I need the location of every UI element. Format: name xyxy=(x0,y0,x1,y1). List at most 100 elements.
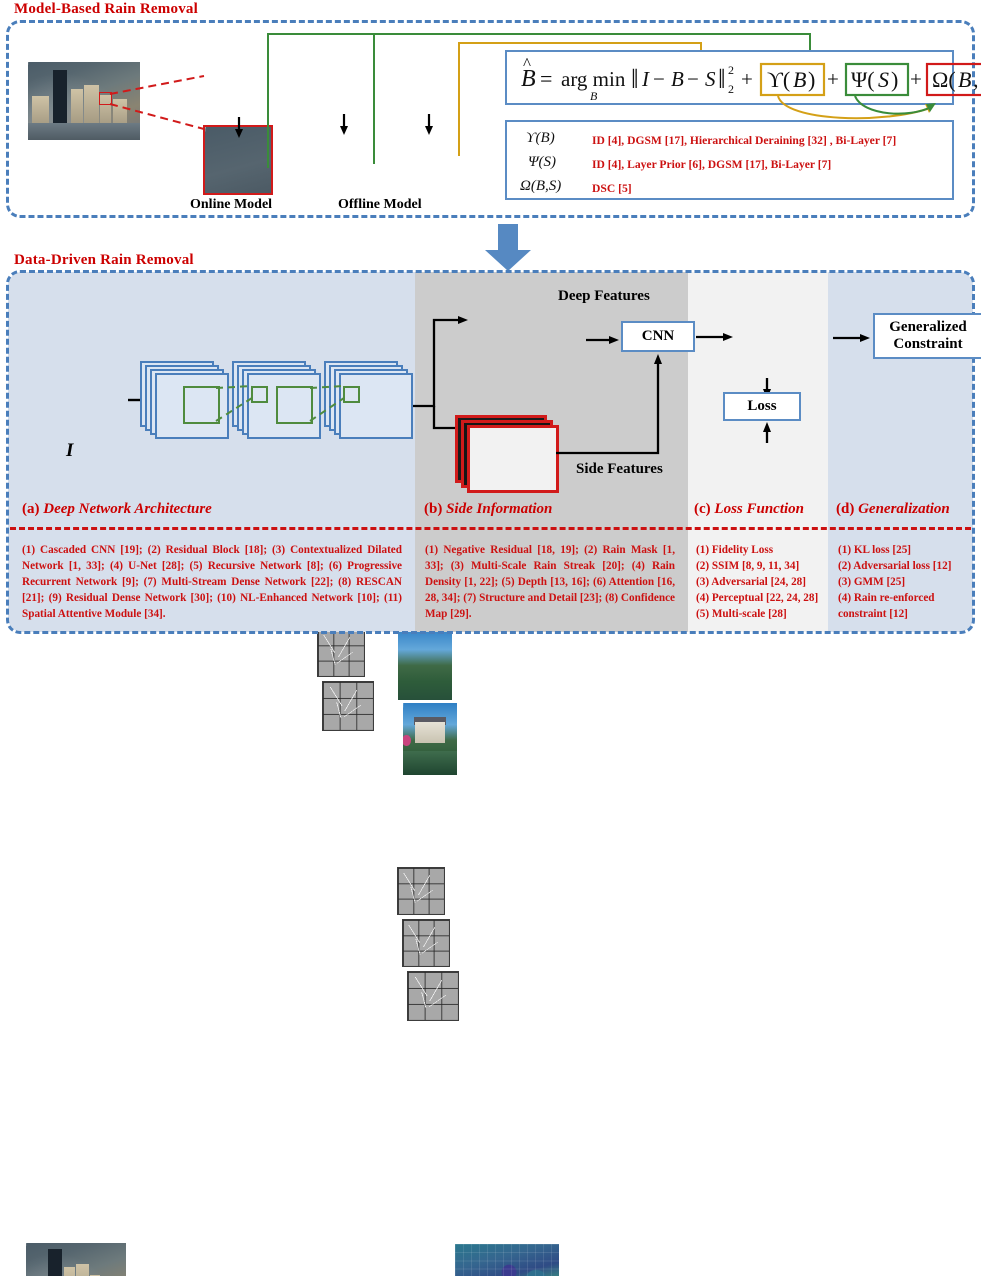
generalized-constraint-box[interactable]: Generalized Constraint xyxy=(873,313,981,359)
term-symbol: ϒ(B) xyxy=(526,130,555,146)
panel-refs-d: (1) KL loss [25] (2) Adversarial loss [1… xyxy=(838,543,973,623)
data-driven-input-image xyxy=(26,1243,126,1276)
svg-text:+: + xyxy=(827,67,839,91)
svg-text:−: − xyxy=(687,67,699,91)
arrow-offline2 xyxy=(425,114,433,135)
receptive-field-connectors xyxy=(215,385,345,422)
term-methods: ID [4], DGSM [17], Hierarchical Derainin… xyxy=(592,134,897,147)
arrow-cnn-to-output xyxy=(696,333,733,341)
offline-kernel-1b xyxy=(317,629,365,677)
panel-refs-c: (1) Fidelity Loss (2) SSIM [8, 9, 11, 34… xyxy=(696,543,831,623)
panel-c-background xyxy=(688,272,828,632)
loss-box[interactable]: Loss xyxy=(723,392,801,421)
conv-layer-2a xyxy=(247,373,321,439)
arrow-deep-to-cnn xyxy=(586,336,619,344)
svg-text:^: ^ xyxy=(523,54,531,73)
panel-tag-a: (a) xyxy=(22,501,40,517)
panel-a-background xyxy=(8,272,415,632)
term-row-0: ϒ(B) ID [4], DGSM [17], Hierarchical Der… xyxy=(520,128,945,152)
term-row-2: Ω(B,S) DSC [5] xyxy=(520,176,945,200)
svg-text:): ) xyxy=(891,67,898,92)
ref-line: (2) SSIM [8, 9, 11, 34] xyxy=(696,559,800,572)
offline-model-label: Offline Model xyxy=(338,197,422,212)
arrow-offline1 xyxy=(340,114,348,135)
rain-patch-image xyxy=(203,125,273,195)
svg-text:B: B xyxy=(671,67,684,91)
panel-caption-d: (d) Generalization xyxy=(836,501,950,518)
svg-text:B: B xyxy=(590,89,598,103)
loss-label: Loss xyxy=(747,398,777,415)
svg-text:‖: ‖ xyxy=(718,64,726,94)
term-symbol: Ψ(S) xyxy=(528,154,557,170)
term-methods: ID [4], Layer Prior [6], DGSM [17], Bi-L… xyxy=(592,158,832,171)
svg-text:): ) xyxy=(808,67,815,92)
equation-curved-arrows xyxy=(777,95,936,120)
model-based-input-image xyxy=(28,62,140,140)
receptive-field-1 xyxy=(183,386,220,424)
offline-kernel-2c xyxy=(397,867,445,915)
terms-legend-box xyxy=(505,120,954,200)
svg-text:B: B xyxy=(521,66,536,92)
svg-text:Ω(: Ω( xyxy=(932,67,956,92)
generalized-constraint-line1: Generalized xyxy=(889,319,967,336)
svg-text:S: S xyxy=(878,67,889,92)
receptive-field-2 xyxy=(276,386,313,424)
arrow-output-to-constraint xyxy=(833,334,870,342)
receptive-field-2-small xyxy=(251,386,268,403)
svg-text:B: B xyxy=(793,67,806,92)
input-symbol-label: I xyxy=(66,440,74,461)
panel-refs-a: (1) Cascaded CNN [19]; (2) Residual Bloc… xyxy=(22,544,402,620)
offline-image-2a xyxy=(403,703,457,775)
caption-divider xyxy=(10,527,971,530)
arrow-patch-to-online xyxy=(235,117,243,138)
offline-kernel-2a xyxy=(407,971,459,1021)
ref-line: (3) GMM [25] xyxy=(838,575,906,588)
panel-refs-b: (1) Negative Residual [18, 19]; (2) Rain… xyxy=(425,544,675,620)
panel-caption-text-c: Loss Function xyxy=(714,501,805,517)
svg-text:+: + xyxy=(910,67,922,91)
panel-caption-text-d: Generalization xyxy=(858,501,950,517)
generalized-constraint-line2: Constraint xyxy=(893,336,963,352)
svg-text:S: S xyxy=(705,67,716,91)
ref-line: (4) Rain re-enforced xyxy=(838,591,935,604)
model-based-section-title: Model-Based Rain Removal xyxy=(14,1,198,17)
ref-line: (3) Adversarial [24, 28] xyxy=(696,575,806,588)
section-transition-arrow xyxy=(485,224,531,271)
svg-text:2: 2 xyxy=(728,82,734,96)
svg-text:,: , xyxy=(973,67,979,92)
conv-layer-1a xyxy=(155,373,229,439)
panel-tag-c: (c) xyxy=(694,501,711,517)
svg-text:ϒ(: ϒ( xyxy=(767,67,790,92)
conv-layer-3a xyxy=(339,373,413,439)
selection-box-icon xyxy=(99,92,112,105)
panel-caption-a: (a) Deep Network Architecture xyxy=(22,501,212,518)
panel-caption-text-b: Side Information xyxy=(446,501,553,517)
panel-tag-d: (d) xyxy=(836,501,855,517)
online-model-label: Online Model xyxy=(190,197,273,212)
ref-line: (5) Multi-scale [28] xyxy=(696,607,787,620)
ref-line: (1) Fidelity Loss xyxy=(696,544,774,556)
svg-text:Ψ(: Ψ( xyxy=(851,67,875,92)
arrow-gt-to-loss xyxy=(763,422,771,443)
svg-text:+: + xyxy=(741,67,753,91)
svg-text:=: = xyxy=(540,66,552,91)
offline-image-2b xyxy=(398,628,452,700)
arrow-side-to-cnn xyxy=(556,354,662,455)
deep-feature-map-4 xyxy=(453,1242,561,1276)
panel-caption-b: (b) Side Information xyxy=(424,501,552,518)
deep-features-label: Deep Features xyxy=(558,288,650,304)
cnn-box[interactable]: CNN xyxy=(621,321,695,352)
ref-line: (4) Perceptual [22, 24, 28] xyxy=(696,591,819,604)
data-driven-panel xyxy=(6,270,975,634)
zoom-connector-lines xyxy=(109,75,205,130)
equation-rendered: B ^ = arg min B ‖ I − B − S ‖ 2 2 + ϒ( B… xyxy=(521,54,981,103)
panel-tag-b: (b) xyxy=(424,501,443,517)
svg-text:I: I xyxy=(641,67,650,91)
offline-kernel-2b xyxy=(402,919,450,967)
feature-split-connector xyxy=(413,316,468,432)
ref-line: (1) KL loss [25] xyxy=(838,544,912,556)
side-feature-map-2 xyxy=(467,425,559,493)
term-methods: DSC [5] xyxy=(592,182,632,195)
svg-text:arg min: arg min xyxy=(561,67,626,91)
side-features-label: Side Features xyxy=(576,461,663,477)
